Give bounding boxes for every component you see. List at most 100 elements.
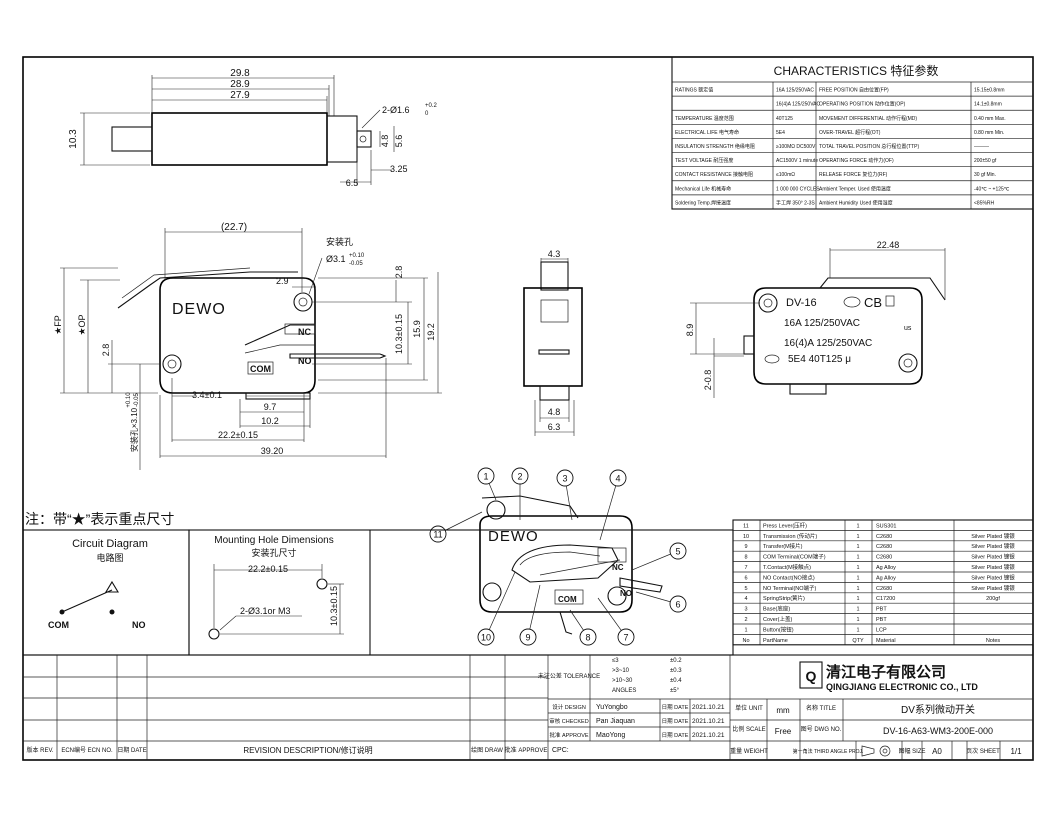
side-dim-2: 6.3 (548, 422, 561, 432)
char-right-value: -40℃ ~ +125℃ (974, 186, 1010, 192)
tolerance-label: 未注公差 TOLERANCE (538, 672, 600, 680)
person-date: 2021.10.21 (692, 732, 725, 739)
sheet-value: 1/1 (1010, 747, 1022, 756)
part-name: Cover(上盖) (763, 615, 793, 623)
char-title: CHARACTERISTICS 特征参数 (774, 63, 939, 78)
rear-line-0: DV-16 (786, 297, 817, 309)
char-left-value: ≤100mΩ (776, 172, 795, 178)
front-dim-11: 9.7 (264, 402, 277, 412)
char-left-label: ELECTRICAL LIFE 电气寿命 (675, 129, 739, 136)
circuit-com: COM (48, 620, 69, 630)
rear-dim-2: 2-0.8 (703, 370, 713, 391)
circuit-diagram: Circuit Diagram 电路图 COM NO (22, 529, 190, 656)
front-dim-2: +0.10 (349, 253, 365, 259)
front-brand: DEWO (172, 301, 226, 318)
svg-text:Q: Q (806, 668, 817, 684)
part-name: T.Contact(M接触点) (763, 563, 811, 571)
balloon-label: 7 (623, 633, 628, 643)
rear-line-3: 5E4 40T125 μ (788, 354, 851, 365)
part-material: C17200 (876, 596, 895, 602)
title-value: DV系列微动开关 (901, 703, 975, 716)
part-finish: Notes (986, 638, 1001, 644)
char-left-label: RATINGS 额定值 (675, 87, 713, 94)
part-no: 10 (743, 534, 749, 540)
part-finish: Silver Plated 镀银 (971, 542, 1015, 550)
circuit-title-en: Circuit Diagram (72, 538, 148, 550)
tolerance-range: ≤3 (612, 658, 619, 664)
size-value: A0 (932, 747, 942, 756)
tolerance-range: >3~10 (612, 668, 630, 674)
char-right-value: 0.80 mm Min. (974, 130, 1004, 136)
part-no: No (742, 638, 749, 644)
tolerance-value: ±5° (670, 688, 680, 694)
part-no: 4 (744, 596, 747, 602)
company-en: QINGJIANG ELECTRONIC CO., LTD (826, 682, 978, 692)
person-role: 批准 APPROVE (549, 731, 588, 739)
person-role: 审核 CHECKED (549, 717, 588, 725)
dwg-value: DV-16-A63-WM3-200E-000 (883, 726, 993, 736)
person-date-label: 日期 DATE (662, 704, 689, 711)
front-dim-8: 19.2 (426, 323, 436, 341)
front-dim-6: 10.3±0.15 (394, 314, 404, 354)
part-no: 1 (744, 627, 747, 633)
part-name: Base(底座) (763, 605, 790, 613)
front-label-com: COM (250, 364, 271, 374)
part-finish: Silver Plated 镀银 (971, 584, 1015, 592)
part-name: Transmission (传动片) (763, 532, 817, 540)
part-finish: Silver Plated 镀银 (971, 563, 1015, 571)
front-dim-13: 22.2±0.15 (218, 430, 258, 440)
front-dim-5: 2.8 (394, 266, 404, 279)
char-left-value: 16(4)A 125/250VAC (776, 102, 820, 108)
part-material: Ag Alloy (876, 575, 896, 581)
part-material: LCP (876, 627, 887, 633)
part-material: Material (876, 638, 896, 644)
rear-line-2: 16(4)A 125/250VAC (784, 338, 872, 349)
char-left-label: INSULATION STRENGTH 绝缘电阻 (675, 143, 755, 150)
part-finish: 200gf (986, 596, 1000, 602)
part-finish: Silver Plated 镀银 (971, 532, 1015, 540)
balloon-label: 11 (433, 530, 442, 540)
char-right-label: OPERATING POSITION 动作位置(OP) (819, 101, 906, 108)
part-qty: 1 (856, 607, 859, 613)
char-right-label: Ambient Temper. Used 使用温度 (819, 185, 891, 192)
front-label-nc: NC (298, 327, 311, 337)
part-no: 8 (744, 555, 747, 561)
balloon-label: 6 (675, 600, 680, 610)
char-left-label: TEST VOLTAGE 耐压强度 (675, 157, 733, 164)
part-no: 6 (744, 575, 747, 581)
part-no: 2 (744, 617, 747, 623)
part-no: 9 (744, 544, 747, 550)
char-right-label: RELEASE FORCE 复位力(RF) (819, 171, 888, 178)
sheet-label: 页次 SHEET (966, 747, 1000, 755)
exploded-brand: DEWO (488, 528, 539, 545)
char-right-label: OVER-TRAVEL 超行程(OT) (819, 129, 881, 136)
front-dim-12: 10.2 (261, 416, 279, 426)
part-qty: 1 (856, 586, 859, 592)
balloon-label: 2 (517, 472, 522, 482)
front-dim-3: -0.05 (349, 261, 363, 267)
top-dim-8: 5.6 (394, 135, 404, 148)
person-date-label: 日期 DATE (662, 732, 689, 739)
front-label-no: NO (298, 356, 312, 366)
circuit-no: NO (132, 620, 146, 630)
part-no: 3 (744, 607, 747, 613)
tolerance-range: ANGLES (612, 688, 636, 694)
part-name: Transfer(M接片) (763, 542, 803, 550)
person-date: 2021.10.21 (692, 718, 725, 725)
char-right-label: OPERATING FORCE 动作力(OF) (819, 157, 894, 164)
balloon-label: 8 (585, 633, 590, 643)
rev-header-desc: REVISION DESCRIPTION/修订说明 (243, 745, 372, 755)
char-right-label: FREE POSITION 自由位置(FP) (819, 87, 889, 94)
mounting-hole-dimensions: Mounting Hole Dimensions 安装孔尺寸 22.2±0.15… (188, 529, 734, 656)
char-left-label: TEMPERATURE 温度范围 (675, 115, 734, 122)
char-right-value: ——— (974, 144, 989, 150)
scale-label: 比例 SCALE (732, 725, 765, 733)
rear-mark-us: us (904, 325, 912, 332)
side-dim-1: 4.8 (548, 407, 561, 417)
part-finish: Silver Plated 镀银 (971, 573, 1015, 581)
char-right-value: 0.40 mm Max. (974, 116, 1006, 122)
person-role: 设计 DESIGN (552, 703, 586, 711)
part-qty: 1 (856, 544, 859, 550)
part-material: C2680 (876, 555, 892, 561)
size-label: 图幅 SIZE (898, 747, 925, 755)
